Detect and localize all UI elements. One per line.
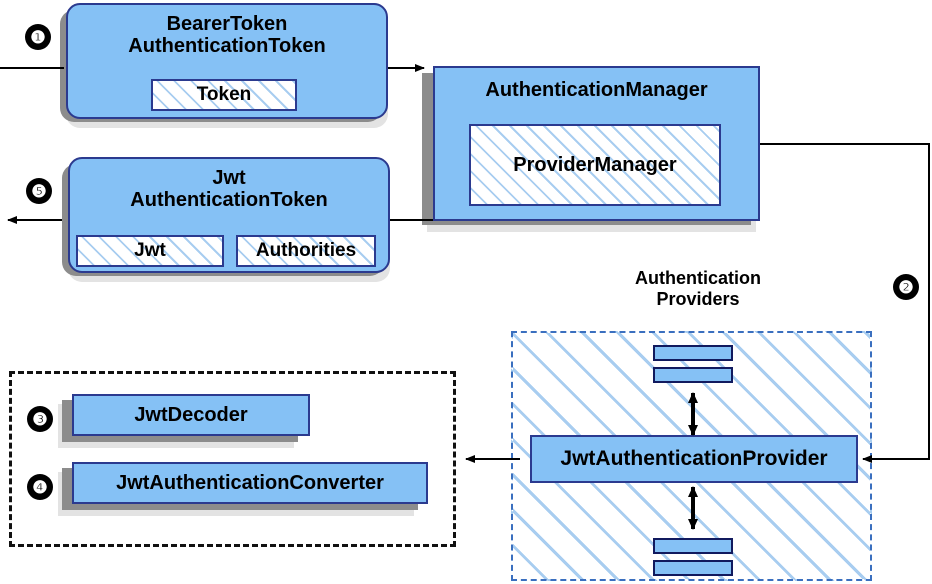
step-badge-3-number: ❸ — [32, 409, 48, 429]
step-badge-4-number: ❹ — [32, 477, 48, 497]
step-badge-1: ❶ — [25, 24, 51, 50]
authentication-providers-caption-line2: Providers — [656, 288, 740, 309]
authentication-manager-title: AuthenticationManager — [485, 79, 708, 101]
provider-stub-top-1 — [653, 345, 733, 361]
jwt-token-title-line2: AuthenticationToken — [130, 189, 328, 212]
bearer-token-slot-label: Token — [196, 84, 252, 105]
jwt-authentication-converter-label: JwtAuthenticationConverter — [116, 471, 384, 494]
provider-stub-top-2 — [653, 367, 733, 383]
bearer-token-slot-token[interactable]: Token — [151, 79, 297, 111]
jwt-token-slot-authorities-label: Authorities — [255, 240, 357, 261]
step-badge-3: ❸ — [27, 406, 53, 432]
authentication-manager-slot-provider-manager[interactable]: ProviderManager — [469, 124, 721, 206]
authentication-providers-caption: Authentication Providers — [588, 268, 808, 309]
step-badge-5-number: ❺ — [31, 181, 47, 201]
step-badge-2-number: ❷ — [898, 277, 914, 297]
jwt-authentication-converter[interactable]: JwtAuthenticationConverter — [72, 462, 428, 504]
jwt-decoder-label: JwtDecoder — [134, 403, 248, 426]
bearer-token-title-line1: BearerToken — [166, 13, 288, 35]
bearer-token-authentication-token[interactable]: BearerToken AuthenticationToken — [66, 3, 388, 119]
step-badge-5: ❺ — [26, 178, 52, 204]
jwt-authentication-provider[interactable]: JwtAuthenticationProvider — [530, 435, 858, 483]
provider-stub-bottom-1 — [653, 538, 733, 554]
step-badge-4: ❹ — [27, 474, 53, 500]
jwt-token-slot-authorities[interactable]: Authorities — [236, 235, 376, 267]
step-badge-2: ❷ — [893, 274, 919, 300]
jwt-token-slot-jwt[interactable]: Jwt — [76, 235, 224, 267]
jwt-authentication-provider-label: JwtAuthenticationProvider — [560, 447, 828, 471]
bearer-token-title-line2: AuthenticationToken — [128, 35, 326, 58]
jwt-decoder[interactable]: JwtDecoder — [72, 394, 310, 436]
authentication-providers-caption-line1: Authentication — [635, 268, 761, 288]
jwt-support-group — [9, 371, 456, 547]
provider-stub-bottom-2 — [653, 560, 733, 576]
provider-manager-label: ProviderManager — [513, 153, 677, 176]
jwt-token-title-line1: Jwt — [212, 167, 246, 189]
step-badge-1-number: ❶ — [30, 27, 46, 47]
jwt-token-slot-jwt-label: Jwt — [134, 240, 166, 261]
